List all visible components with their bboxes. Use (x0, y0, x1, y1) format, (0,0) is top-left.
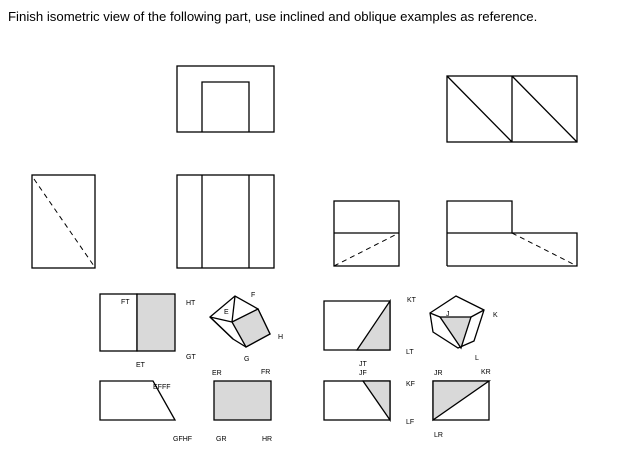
problem-front-view (176, 174, 275, 269)
label-ht: HT (186, 300, 196, 307)
label-j: J (446, 311, 450, 318)
label-hr: HR (262, 436, 272, 443)
label-h: H (278, 334, 283, 341)
label-g: G (244, 356, 249, 363)
oblique-example-front-b (446, 200, 578, 267)
label-jt: JT (359, 361, 368, 368)
problem-top-view (176, 65, 275, 133)
inclined-example (99, 293, 272, 421)
label-f: F (251, 292, 255, 299)
label-l: L (475, 355, 479, 362)
inclined-surface-right-view (213, 380, 272, 421)
isometric-grid-boxes (446, 75, 578, 143)
instruction-text: Finish isometric view of the following p… (8, 9, 538, 24)
label-gfhf: GFHF (173, 436, 192, 443)
label-lf: LF (406, 419, 414, 426)
label-lt: LT (406, 349, 414, 356)
problem-side-view (31, 174, 96, 269)
oblique-example-front-a (333, 200, 400, 267)
oblique-example (323, 295, 492, 423)
label-gr: GR (216, 436, 227, 443)
label-k: K (493, 312, 498, 319)
label-er: ER (212, 370, 222, 377)
label-fr: FR (261, 369, 270, 376)
label-kt: KT (407, 297, 417, 304)
label-efff: EFFF (153, 384, 171, 391)
label-et: ET (136, 362, 146, 369)
inclined-surface-isometric (231, 308, 271, 348)
label-e: E (224, 309, 229, 316)
inclined-surface-top-view (136, 293, 176, 352)
label-lr: LR (434, 432, 443, 439)
label-kf: KF (406, 381, 415, 388)
label-kr: KR (481, 369, 491, 376)
label-gt: GT (186, 354, 196, 361)
label-ft: FT (121, 299, 130, 306)
label-jf: JF (359, 370, 367, 377)
label-jr: JR (434, 370, 443, 377)
